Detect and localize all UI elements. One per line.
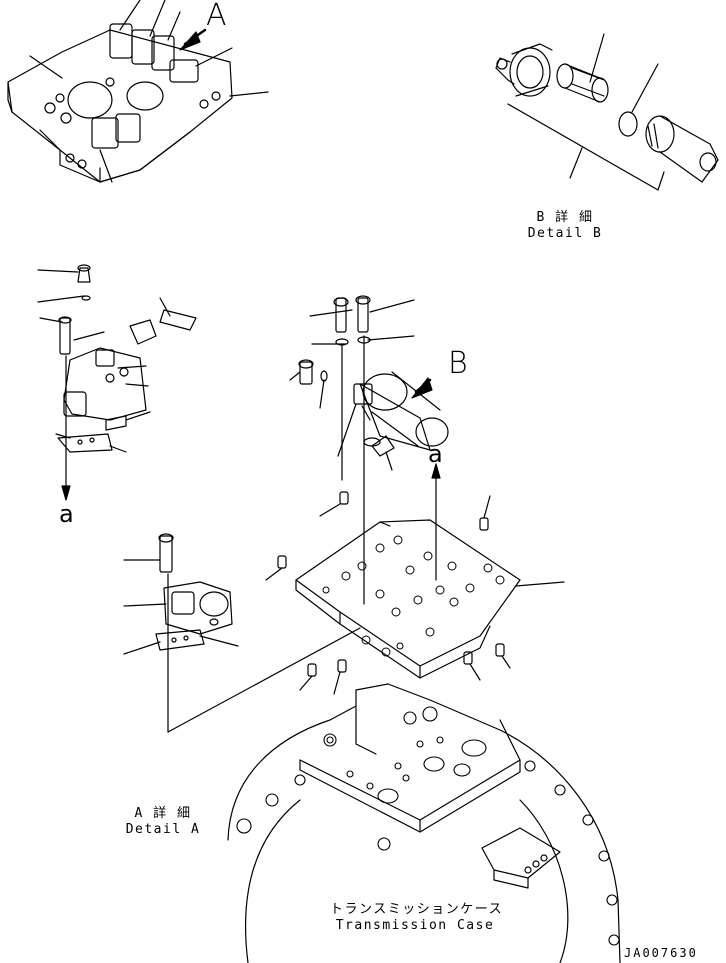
detail-a-jp: A 詳 細 xyxy=(134,806,192,821)
case-en: Transmission Case xyxy=(335,918,495,933)
drawing-code: JA007630 xyxy=(624,946,698,960)
transmission-case-caption: トランスミッションケース Transmission Case xyxy=(330,902,504,934)
filter-assembly xyxy=(495,33,719,191)
arrow-a-left-label: a xyxy=(59,500,74,528)
arrow-a-right-label: a xyxy=(428,440,443,468)
valve-assembly-top xyxy=(7,0,269,183)
view-b-label: B xyxy=(448,346,468,381)
detail-b-en: Detail B xyxy=(527,226,603,241)
solenoid-group-left xyxy=(37,264,197,501)
case-jp: トランスミッションケース xyxy=(330,902,504,917)
transmission-case xyxy=(227,683,621,963)
detail-b-caption: B 詳 細 Detail B xyxy=(520,210,610,242)
view-a-label: A xyxy=(206,0,227,33)
detail-a-caption: A 詳 細 Detail A xyxy=(118,806,208,838)
detail-a-en: Detail A xyxy=(125,822,201,837)
solenoid-b-group xyxy=(289,295,449,605)
valve-detail-a xyxy=(123,533,361,733)
valve-plate-center xyxy=(265,491,565,695)
detail-b-jp: B 詳 細 xyxy=(536,210,594,225)
